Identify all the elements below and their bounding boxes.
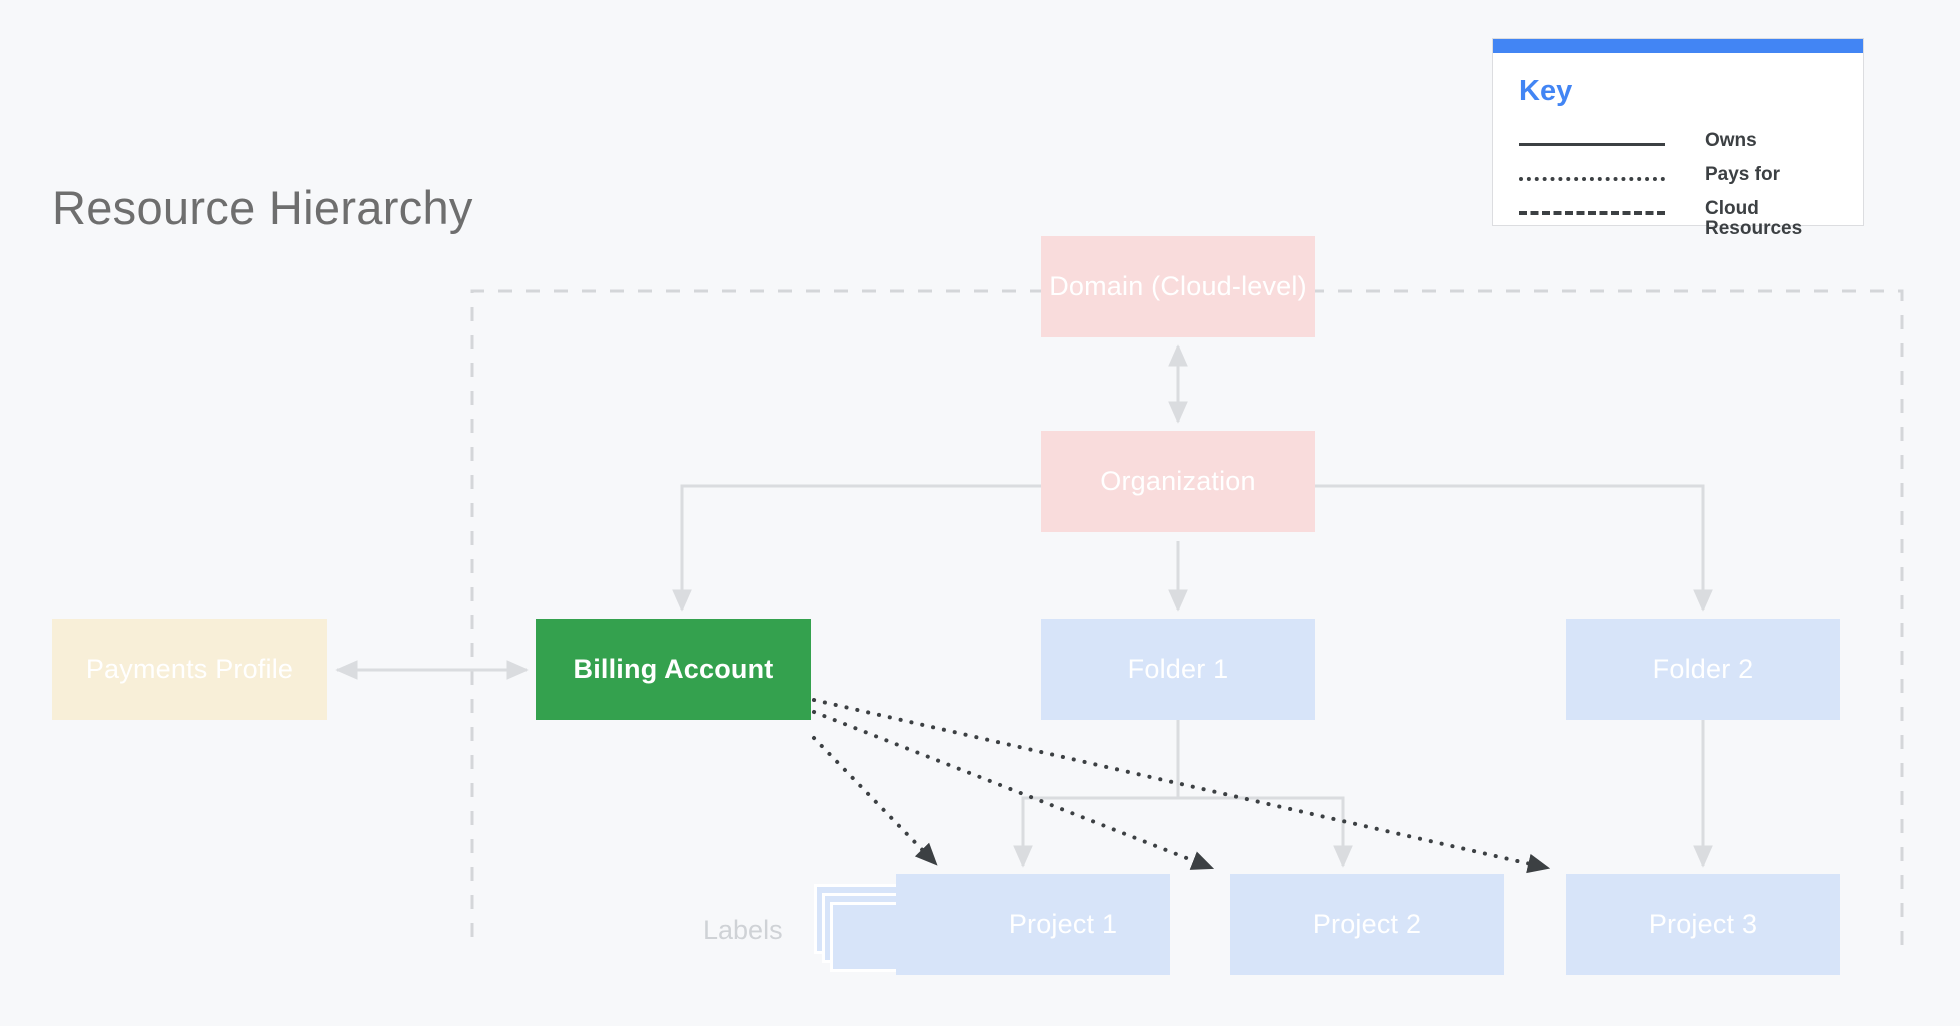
node-organization[interactable]: Organization xyxy=(1041,431,1315,532)
key-row-pays-for: Pays for xyxy=(1519,165,1780,185)
solid-line-icon xyxy=(1519,143,1665,146)
node-payments-profile-label: Payments Profile xyxy=(85,654,294,684)
key-row-owns: Owns xyxy=(1519,131,1757,151)
edge-billing-account-project-3 xyxy=(812,698,1551,874)
node-project-1[interactable]: Project 1 xyxy=(896,874,1170,975)
key-label-pays-for: Pays for xyxy=(1705,164,1780,185)
node-folder-1-label: Folder 1 xyxy=(1127,654,1229,684)
edge-billing-account-project-1 xyxy=(812,736,938,866)
key-legend: Key Owns Pays for Cloud Resources xyxy=(1492,38,1864,238)
node-project-3[interactable]: Project 3 xyxy=(1566,874,1840,975)
node-folder-2-label: Folder 2 xyxy=(1652,654,1754,684)
key-title: Key xyxy=(1519,75,1573,107)
page-title: Resource Hierarchy xyxy=(52,181,473,234)
node-billing-account[interactable]: Billing Account xyxy=(536,619,811,720)
node-organization-label: Organization xyxy=(1100,466,1256,496)
labels-caption: Labels xyxy=(703,915,783,945)
key-label-owns: Owns xyxy=(1705,130,1757,151)
node-folder-1[interactable]: Folder 1 xyxy=(1041,619,1315,720)
node-folder-2[interactable]: Folder 2 xyxy=(1566,619,1840,720)
edge-organization-billing-account xyxy=(672,484,1041,612)
key-accent-bar xyxy=(1493,39,1863,53)
node-domain[interactable]: Domain (Cloud-level) xyxy=(1041,236,1315,337)
node-domain-label: Domain (Cloud-level) xyxy=(1049,271,1307,301)
node-project-2[interactable]: Project 2 xyxy=(1230,874,1504,975)
node-project-1-label: Project 1 xyxy=(1008,909,1118,939)
key-label-cloud-resources: Cloud Resources xyxy=(1705,198,1803,239)
edge-organization-folder-2 xyxy=(1315,484,1713,612)
node-payments-profile[interactable]: Payments Profile xyxy=(52,619,327,720)
key-row-cloud-resources: Cloud Resources xyxy=(1519,199,1802,239)
node-billing-account-label: Billing Account xyxy=(573,654,774,684)
node-project-3-label: Project 3 xyxy=(1648,909,1758,939)
edge-billing-account-project-2 xyxy=(812,710,1215,870)
edge-folder-1-project-1 xyxy=(1013,720,1180,868)
edge-folder-1-project-2 xyxy=(1178,796,1353,868)
dotted-line-icon xyxy=(1519,177,1665,181)
cloud-resources-boundary xyxy=(470,289,1904,945)
node-project-2-label: Project 2 xyxy=(1312,909,1422,939)
dashed-line-icon xyxy=(1519,211,1665,215)
